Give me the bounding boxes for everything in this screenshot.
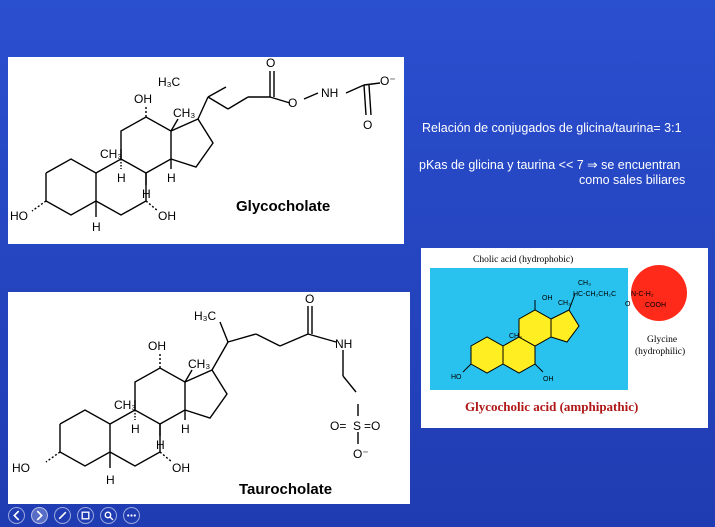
slides-button[interactable] bbox=[77, 506, 94, 524]
cholic-acid-title: Cholic acid (hydrophobic) bbox=[473, 254, 573, 265]
glycocholate-panel: H₃C O O NH O⁻ O OH CH₃ CH₃ H H H HO H OH… bbox=[8, 56, 404, 244]
amphi-oh12-label: OH bbox=[542, 295, 553, 302]
glyco-h3c-label: H₃C bbox=[158, 75, 181, 89]
hydrophilic-region bbox=[631, 265, 687, 321]
amphipathic-panel: CH₃ HC-CH₂CH₂C N-C-H₂ COOH O OH CH₃ CH₃ … bbox=[421, 248, 708, 428]
amphi-nh-label: N-C-H₂ bbox=[631, 291, 654, 298]
glycocholate-structure: H₃C O O NH O⁻ O OH CH₃ CH₃ H H H HO H OH… bbox=[10, 56, 396, 234]
amphi-ch3b-label: CH₃ bbox=[558, 300, 571, 307]
pen-button[interactable] bbox=[54, 506, 71, 524]
tauro-o-minus-label: O⁻ bbox=[353, 447, 369, 461]
amphi-chain-label: HC-CH₂CH₂C bbox=[573, 291, 616, 298]
glyco-o-bottom-label: O bbox=[363, 118, 372, 132]
glycocholate-name: Glycocholate bbox=[236, 198, 330, 215]
tauro-oh12-label: OH bbox=[148, 339, 166, 353]
glyco-ho3-label: HO bbox=[10, 209, 28, 223]
glycocholic-acid-figure: CH₃ HC-CH₂CH₂C N-C-H₂ COOH O OH CH₃ CH₃ … bbox=[430, 254, 687, 414]
next-slide-button[interactable] bbox=[31, 506, 48, 524]
glyco-h8-label: H bbox=[117, 171, 126, 185]
zoom-icon bbox=[104, 511, 114, 520]
previous-slide-button[interactable] bbox=[8, 506, 25, 524]
tauro-h9-label: H bbox=[156, 438, 165, 452]
pka-text-line2: como sales biliares bbox=[579, 173, 686, 187]
glyco-h14-label: H bbox=[167, 171, 176, 185]
tauro-h5-label: H bbox=[106, 473, 115, 487]
tauro-h3c-label: H₃C bbox=[194, 309, 217, 323]
tauro-oh7-label: OH bbox=[172, 461, 190, 475]
taurocholate-structure: H₃C O NH OH CH₃ CH₃ H H H HO H OH S O= =… bbox=[12, 292, 380, 498]
amphi-oh7-label: OH bbox=[543, 376, 554, 383]
tauro-ho3-label: HO bbox=[12, 461, 30, 475]
glyco-ch3-c18-label: CH₃ bbox=[173, 106, 195, 120]
tauro-o-right-label: =O bbox=[364, 419, 380, 433]
tauro-nh-label: NH bbox=[335, 337, 352, 351]
tauro-h8-label: H bbox=[131, 422, 140, 436]
amphi-ch3a-label: CH₃ bbox=[578, 280, 591, 287]
glyco-ch3-c19-label: CH₃ bbox=[100, 147, 122, 161]
amphi-o-label: O bbox=[625, 301, 631, 308]
tauro-ch3-c19-label: CH₃ bbox=[114, 398, 136, 412]
tauro-o-left-label: O= bbox=[330, 419, 346, 433]
amphi-ch3c-label: CH₃ bbox=[509, 333, 522, 340]
presentation-toolbar bbox=[8, 505, 140, 525]
slides-icon bbox=[81, 511, 90, 519]
more-options-button[interactable] bbox=[123, 506, 140, 524]
tauro-o-top-label: O bbox=[305, 292, 314, 306]
glyco-h5-label: H bbox=[92, 220, 101, 234]
arrow-right-icon bbox=[36, 510, 43, 520]
taurocholate-panel: H₃C O NH OH CH₃ CH₃ H H H HO H OH S O= =… bbox=[8, 292, 410, 504]
pka-text-line1: pKas de glicina y taurina << 7 ⇒ se encu… bbox=[419, 158, 681, 172]
glyco-nh-label: NH bbox=[321, 86, 338, 100]
more-icon bbox=[127, 513, 136, 517]
glyco-o-ester-label: O bbox=[288, 96, 297, 110]
glycine-label: Glycine bbox=[647, 335, 677, 345]
amphipathic-caption: Glycocholic acid (amphipathic) bbox=[465, 399, 638, 414]
tauro-h14-label: H bbox=[181, 422, 190, 436]
glycine-sublabel: (hydrophilic) bbox=[635, 346, 685, 357]
tauro-ch3-c18-label: CH₃ bbox=[188, 357, 210, 371]
conjugate-ratio-text: Relación de conjugados de glicina/taurin… bbox=[422, 121, 682, 135]
amphi-cooh-label: COOH bbox=[645, 302, 666, 309]
tauro-s-label: S bbox=[353, 419, 361, 433]
glyco-o-top-label: O bbox=[266, 57, 275, 70]
pen-icon bbox=[58, 511, 67, 519]
glyco-o-minus-label: O⁻ bbox=[380, 74, 396, 88]
glyco-oh12-label: OH bbox=[134, 92, 152, 106]
arrow-left-icon bbox=[13, 510, 20, 520]
taurocholate-name: Taurocholate bbox=[239, 481, 332, 498]
zoom-button[interactable] bbox=[100, 506, 117, 524]
amphi-ho-label: HO bbox=[451, 374, 462, 381]
glyco-oh7-label: OH bbox=[158, 209, 176, 223]
glyco-h9-label: H bbox=[142, 187, 151, 201]
